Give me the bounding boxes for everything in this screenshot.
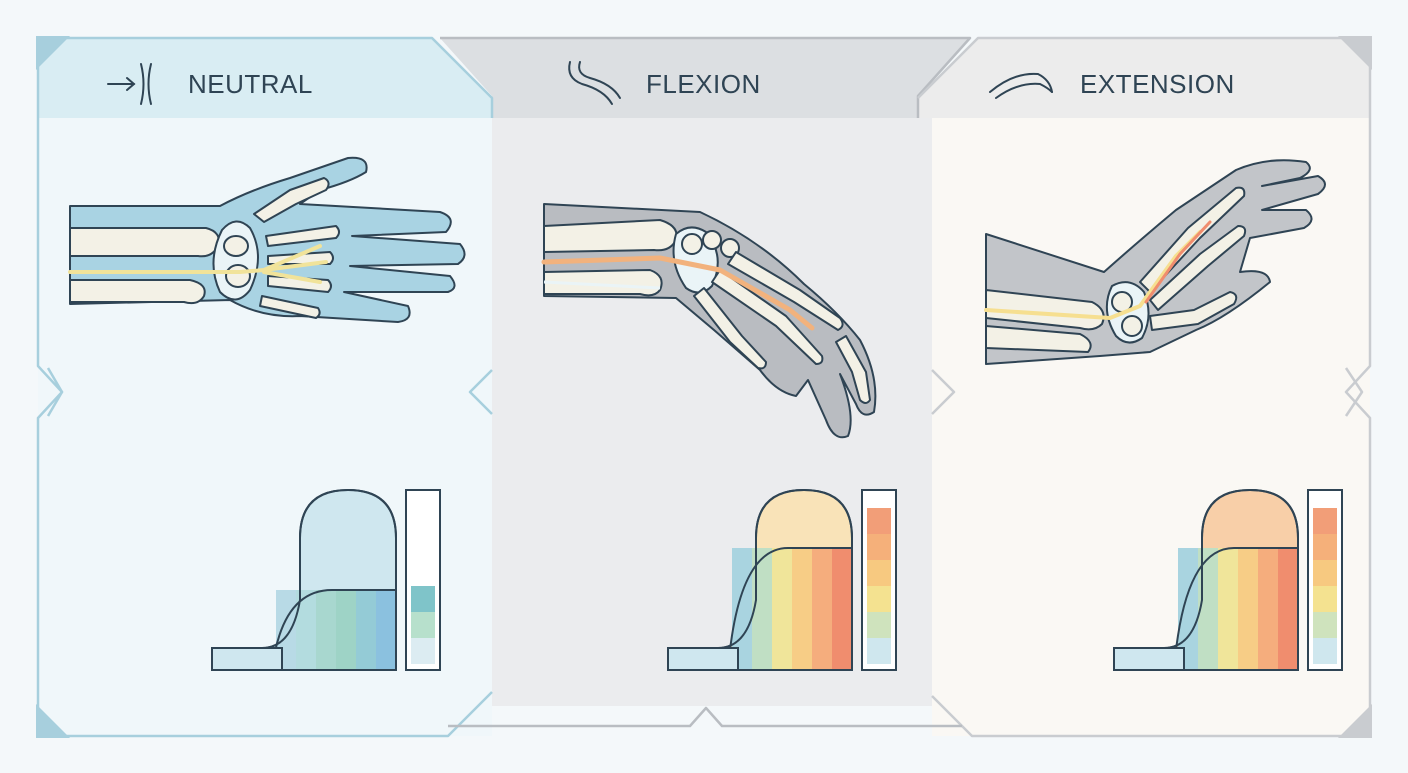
flexion-tendon-line <box>543 280 661 290</box>
neutral-gauge-fill-strip <box>356 590 377 670</box>
neutral-radius-bone <box>69 227 220 258</box>
flexion-gauge-fill-strip <box>772 548 793 670</box>
flexion-median-nerve <box>541 255 815 331</box>
extension-flexor-tendon <box>1144 220 1212 304</box>
extension-gauge-base <box>1113 647 1185 671</box>
panel-extension-header <box>918 38 1370 118</box>
neutral-thumb-bone <box>253 177 330 223</box>
flexion-meter-segment <box>867 560 891 586</box>
flexion-gauge-fill-line <box>727 547 852 671</box>
flexion-carpal-2 <box>702 230 722 250</box>
panel-flexion-header <box>440 38 970 118</box>
flexion-metacarpal-3 <box>693 287 767 370</box>
flexion-forearm-skin <box>543 203 877 439</box>
extension-thumb-bone <box>1149 291 1238 331</box>
neutral-meter-segment <box>411 638 435 664</box>
flexion-ulna-bone <box>543 269 663 297</box>
extension-gauge-fill-strip <box>1258 548 1279 670</box>
extension-hand-illustration <box>984 159 1326 365</box>
neutral-carpal-1 <box>223 235 249 257</box>
neutral-gauge-outline <box>211 488 397 671</box>
extension-gauge-fill-strip <box>1238 548 1259 670</box>
extension-level-meter <box>1307 489 1343 671</box>
extension-meter-segment <box>1313 586 1337 612</box>
flexion-metacarpal-1 <box>727 251 844 331</box>
neutral-arrow-icon <box>107 63 152 105</box>
extension-gauge-fill-strip <box>1218 548 1239 670</box>
flexion-radius-bone <box>543 219 678 253</box>
flexion-gauge-fill-strip <box>752 548 773 670</box>
flexion-metacarpal-2 <box>711 269 824 365</box>
corner-accents <box>36 36 1372 738</box>
extension-carpal-2 <box>1121 315 1143 337</box>
neutral-gauge-fill-strip <box>336 590 357 670</box>
neutral-finger-bone-4 <box>259 295 321 319</box>
flexion-curve-icon <box>568 61 621 105</box>
neutral-meter-segment <box>411 586 435 612</box>
flexion-gauge-fill-strip <box>812 548 833 670</box>
neutral-gauge-fill-strip <box>376 590 397 670</box>
flexion-carpal-1 <box>681 233 703 255</box>
extension-meter-segment <box>1313 560 1337 586</box>
flexion-gauge-fill-strip <box>792 548 813 670</box>
flexion-finger-tip <box>835 335 871 404</box>
extension-meter-segment <box>1313 638 1337 664</box>
extension-ulna-bone <box>985 325 1092 353</box>
neutral-hand-illustration <box>68 156 466 323</box>
extension-gauge-fill-line <box>1173 547 1298 671</box>
extension-meter-segment <box>1313 612 1337 638</box>
neutral-gauge-base <box>211 647 283 671</box>
neutral-meter-segment <box>411 612 435 638</box>
neutral-gauge <box>211 488 441 671</box>
flexion-level-meter <box>861 489 897 671</box>
panel-title-flexion: FLEXION <box>646 69 761 99</box>
neutral-gauge-fill-strip <box>296 590 317 670</box>
flexion-gauge-outline <box>667 488 853 671</box>
neutral-gauge-fill-strip <box>316 590 337 670</box>
extension-radius-bone <box>985 289 1105 331</box>
flexion-meter-segment <box>867 638 891 664</box>
panel-title-extension: EXTENSION <box>1080 69 1235 99</box>
pressure-gauges <box>211 488 1343 671</box>
flexion-gauge <box>667 488 897 671</box>
flexion-meter-segment <box>867 586 891 612</box>
neutral-carpal-2 <box>225 264 251 288</box>
extension-metacarpal-2 <box>1149 225 1247 311</box>
frame-lines <box>36 36 1372 738</box>
flexion-gauge-fill-strip <box>832 548 853 670</box>
extension-meter-segment <box>1313 508 1337 534</box>
flexion-meter-segment <box>867 508 891 534</box>
neutral-level-meter <box>405 489 441 671</box>
flexion-meter-segment <box>867 612 891 638</box>
neutral-median-nerve <box>68 244 328 284</box>
panel-neutral-header <box>38 38 492 118</box>
neutral-ulna-bone <box>69 279 206 305</box>
extension-gauge-fill-strip <box>1198 548 1219 670</box>
panel-title-neutral: NEUTRAL <box>188 69 313 99</box>
flexion-meter-segment <box>867 534 891 560</box>
extension-gauge-fill-strip <box>1278 548 1299 670</box>
extension-meter-segment <box>1313 534 1337 560</box>
neutral-finger-bone-1 <box>265 225 340 247</box>
extension-gauge-outline <box>1113 488 1299 671</box>
extension-gauge <box>1113 488 1343 671</box>
flexion-hand-illustration <box>541 203 877 439</box>
extension-arc-icon <box>989 72 1053 99</box>
flexion-gauge-base <box>667 647 739 671</box>
